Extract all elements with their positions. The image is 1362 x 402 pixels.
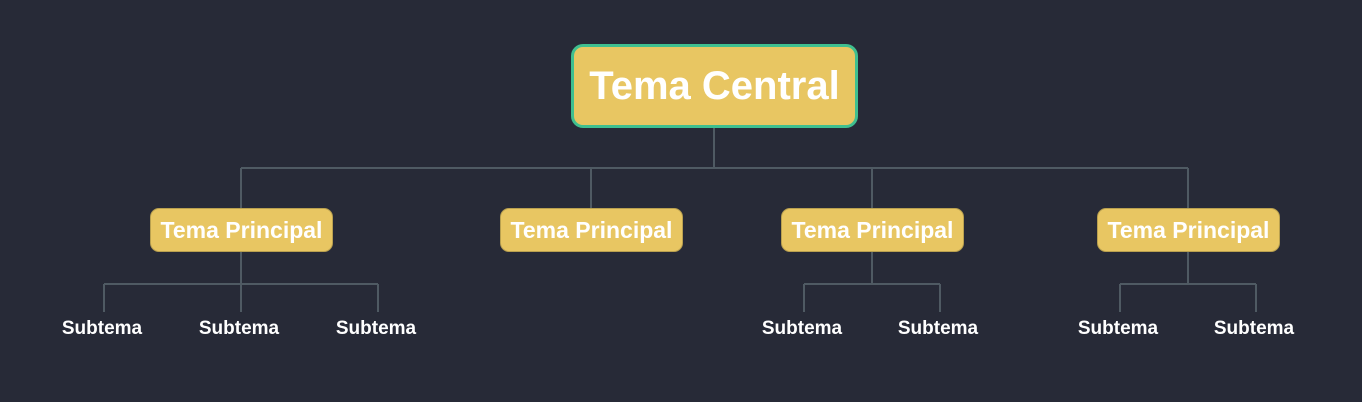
main-topic-label: Tema Principal bbox=[1107, 216, 1270, 243]
central-topic-label: Tema Central bbox=[589, 63, 840, 108]
main-3-sub-connector bbox=[803, 252, 941, 312]
subtopic-label: Subtema bbox=[761, 318, 843, 339]
main-topic-1[interactable]: Tema Principal bbox=[150, 208, 333, 252]
main-topic-label: Tema Principal bbox=[160, 216, 323, 243]
subtopic-1-3[interactable]: Subtema bbox=[321, 316, 431, 342]
main-topic-label: Tema Principal bbox=[510, 216, 673, 243]
subtopic-4-1[interactable]: Subtema bbox=[1063, 316, 1173, 342]
subtopic-3-1[interactable]: Subtema bbox=[747, 316, 857, 342]
main-4-sub-connector bbox=[1119, 252, 1257, 312]
main-topic-2[interactable]: Tema Principal bbox=[500, 208, 683, 252]
subtopic-label: Subtema bbox=[198, 318, 280, 339]
subtopic-label: Subtema bbox=[1077, 318, 1159, 339]
main-1-sub-connector bbox=[103, 252, 379, 312]
central-connector bbox=[241, 128, 1188, 169]
central-topic[interactable]: Tema Central bbox=[571, 44, 858, 128]
subtopic-3-2[interactable]: Subtema bbox=[883, 316, 993, 342]
subtopic-label: Subtema bbox=[1213, 318, 1295, 339]
main-topic-4[interactable]: Tema Principal bbox=[1097, 208, 1280, 252]
subtopic-1-2[interactable]: Subtema bbox=[184, 316, 294, 342]
main-topic-label: Tema Principal bbox=[791, 216, 954, 243]
subtopic-1-1[interactable]: Subtema bbox=[47, 316, 157, 342]
main-topic-3[interactable]: Tema Principal bbox=[781, 208, 964, 252]
subtopic-label: Subtema bbox=[897, 318, 979, 339]
subtopic-4-2[interactable]: Subtema bbox=[1199, 316, 1309, 342]
subtopic-label: Subtema bbox=[335, 318, 417, 339]
subtopic-label: Subtema bbox=[61, 318, 143, 339]
